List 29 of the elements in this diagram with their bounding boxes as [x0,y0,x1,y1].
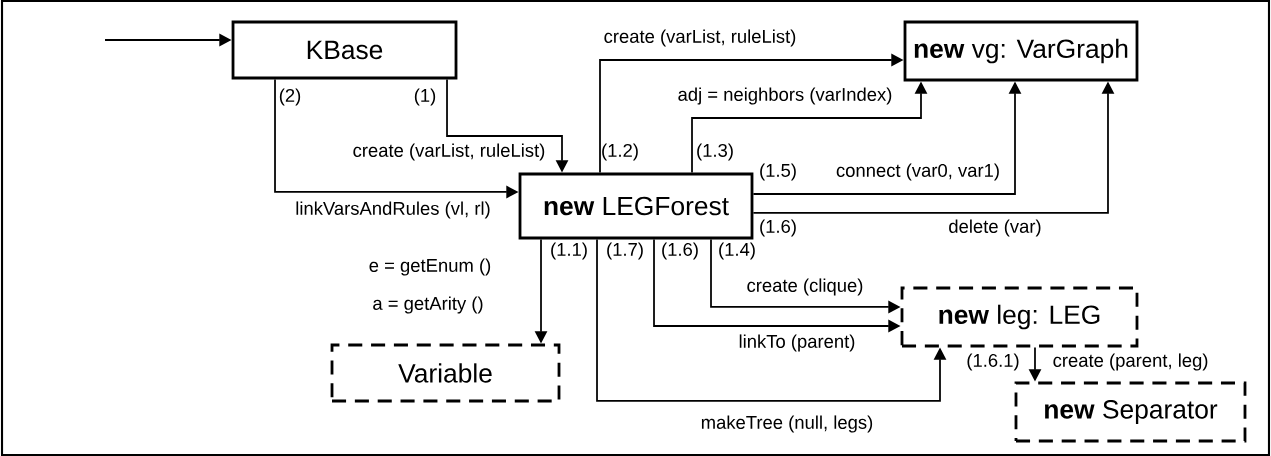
edge-label: create (parent, leg) [1050,351,1211,373]
edge-label: create (clique) [744,276,866,298]
object-box: new leg: LEG [900,286,1139,348]
object-box: new vg: VarGraph [903,20,1139,82]
sequence-number: (1.2) [602,143,638,161]
edge-label: delete (var) [946,217,1044,239]
edge-label: adj = neighbors (varIndex) [675,85,895,107]
sequence-number: (1.3) [697,143,733,161]
sequence-number: (1) [414,88,436,106]
sequence-number: (1.7) [607,242,643,260]
edge-label: create (varList, ruleList) [601,27,799,49]
edge-label: linkVarsAndRules (vl, rl) [293,199,493,221]
object-box: new Separator [1014,381,1247,443]
sequence-number: (1.1) [551,242,587,260]
edge-label: connect (var0, var1) [834,161,1002,183]
sequence-number: (1.6) [760,219,796,237]
edge-label: linkTo (parent) [736,332,858,354]
edge-label: e = getEnum () [367,256,494,278]
object-box: KBase [231,20,458,80]
edge-label: makeTree (null, legs) [698,413,876,435]
sequence-number: (1.6) [662,242,698,260]
sequence-number: (1.5) [760,163,796,181]
sequence-number: (1.6.1) [967,353,1019,371]
sequence-number: (2) [279,88,301,106]
sequence-number: (1.4) [719,242,755,260]
object-box: Variable [330,343,561,403]
edge-label: create (varList, ruleList) [350,141,548,163]
sequence-number: a = getArity () [373,296,483,314]
object-box: new LEGForest [518,172,754,240]
